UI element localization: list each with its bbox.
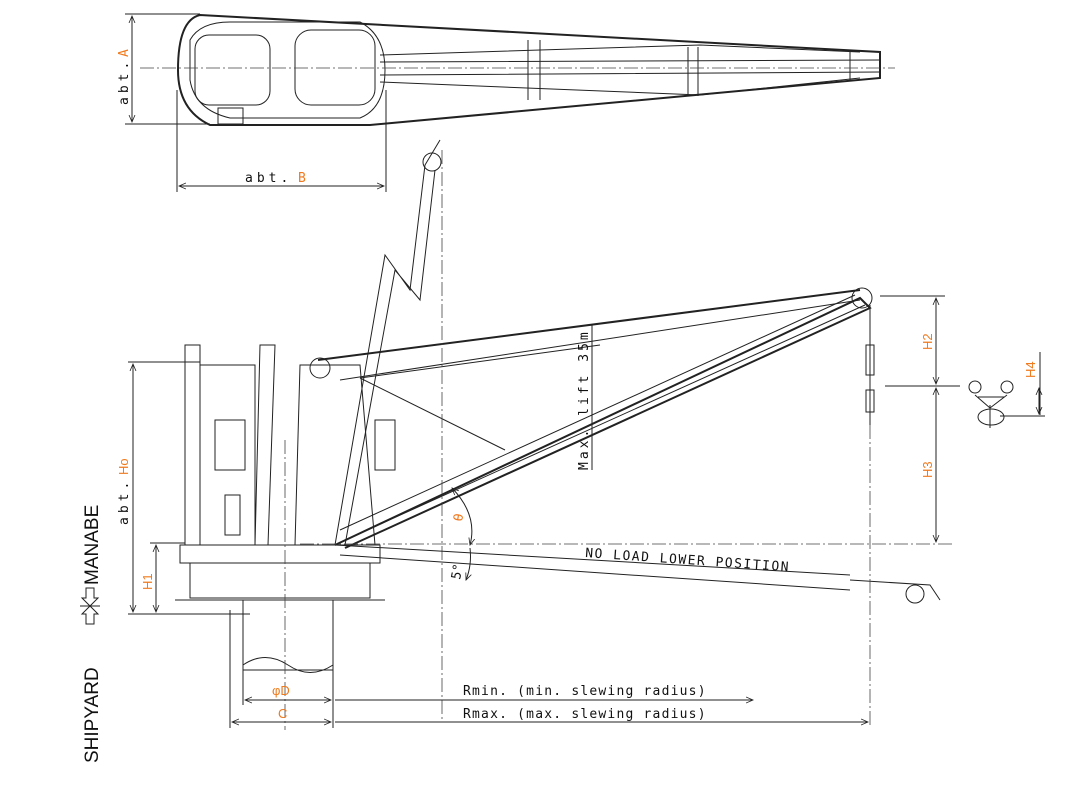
manabe-label: MANABE [82, 505, 103, 585]
max-lift-label: Max. lift 35m [577, 329, 592, 470]
boundary-arrows-icon [80, 587, 100, 625]
dimension-a: A [117, 49, 132, 57]
angle-5-degree: 5° [449, 563, 466, 581]
dimension-b: B [298, 171, 306, 186]
abt-label-h0: abt. [117, 478, 132, 525]
scope-boundary: SHIPYARD MANABE [80, 505, 103, 763]
dimension-h4: H4 [1023, 361, 1038, 378]
rmin-label: Rmin. (min. slewing radius) [463, 684, 707, 699]
abt-label-b: abt. [245, 171, 292, 186]
shipyard-label: SHIPYARD [82, 667, 103, 763]
rmax-label: Rmax. (max. slewing radius) [463, 707, 707, 722]
no-load-lower-position-label: NO LOAD LOWER POSITION [585, 546, 791, 575]
dimension-h0: Ho [116, 458, 131, 475]
dimension-h1: H1 [140, 573, 155, 590]
dimension-d: φD [272, 683, 290, 698]
dimension-c: C [278, 706, 287, 721]
top-view: abt. A abt. B [117, 13, 895, 192]
side-view: abt. Ho H1 Max. lift 35m θ 5° NO LOAD LO… [116, 139, 1045, 730]
dimension-h2: H2 [920, 333, 935, 350]
abt-label-a: abt. [117, 58, 132, 105]
dimension-h3: H3 [920, 461, 935, 478]
hook-block-detail [968, 380, 1014, 428]
angle-theta: θ [451, 512, 467, 522]
